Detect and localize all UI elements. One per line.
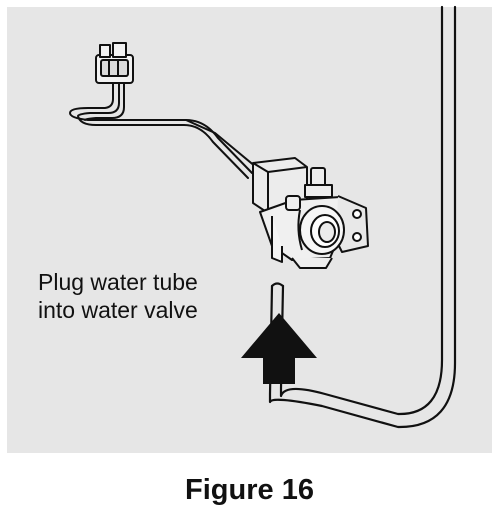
up-arrow-icon [241, 313, 317, 384]
wire-harness-icon [69, 79, 257, 179]
instruction-callout: Plug water tube into water valve [38, 268, 198, 324]
callout-line-1: Plug water tube [38, 269, 198, 295]
callout-line-2: into water valve [38, 297, 198, 323]
connector-plug-icon [95, 42, 134, 84]
water-valve-icon [252, 157, 369, 269]
figure-caption: Figure 16 [185, 474, 314, 506]
water-tube-icon [268, 5, 457, 429]
illustration-background [7, 7, 492, 453]
